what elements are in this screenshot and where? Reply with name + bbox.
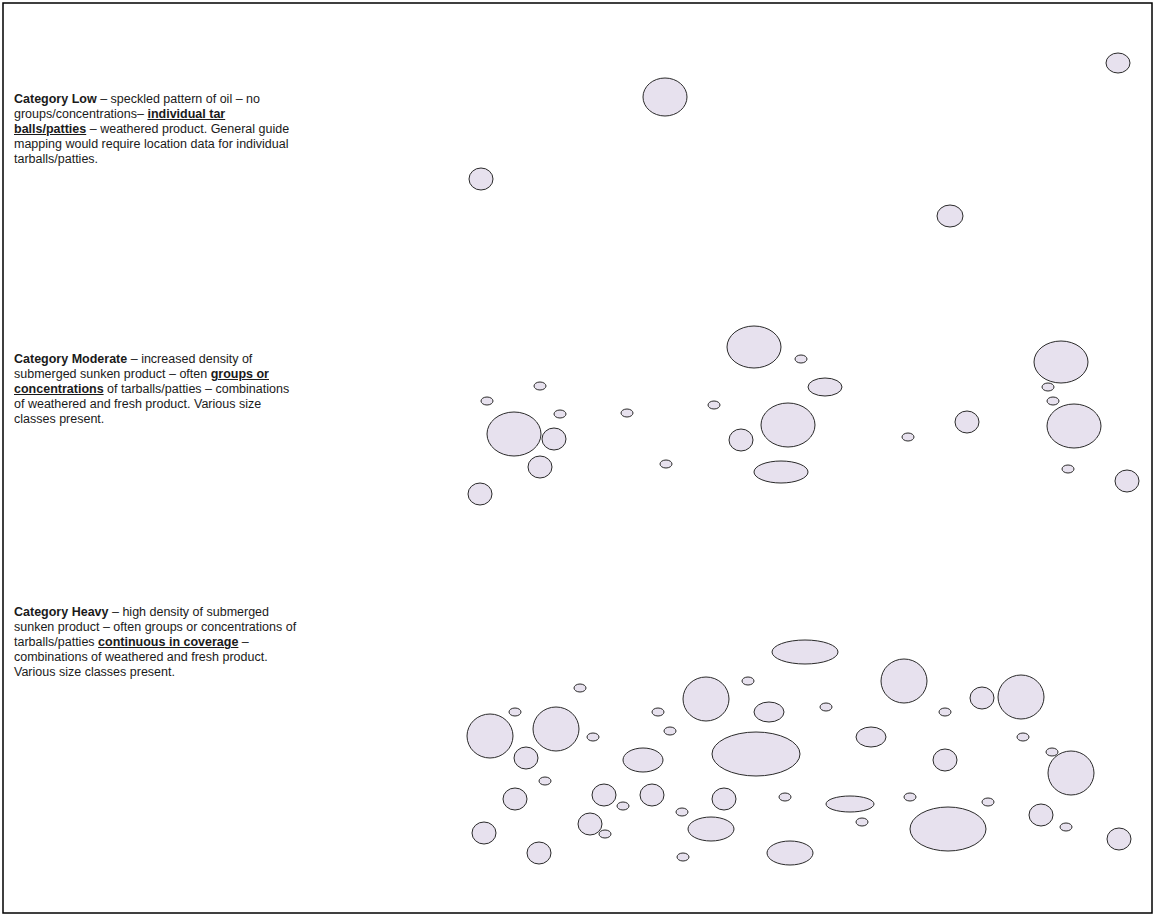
category-description: Category Low – speckled pattern of oil –… xyxy=(14,92,300,167)
tarball xyxy=(982,798,994,806)
tarball xyxy=(955,411,979,433)
tarball xyxy=(542,428,566,450)
tarball xyxy=(587,733,599,741)
tarball xyxy=(472,822,496,844)
tarball xyxy=(939,708,951,716)
tarball xyxy=(527,842,551,864)
tarball xyxy=(574,684,586,692)
tarball xyxy=(514,747,538,769)
tarball xyxy=(826,796,874,812)
tarball xyxy=(688,817,734,841)
tarball xyxy=(772,640,838,664)
tarball xyxy=(1048,751,1094,795)
tarball xyxy=(676,808,688,816)
tarball xyxy=(1047,404,1101,448)
tarball xyxy=(1107,828,1131,850)
tarball xyxy=(902,433,914,441)
tarball xyxy=(767,841,813,865)
tarball xyxy=(660,460,672,468)
tarball xyxy=(808,378,842,396)
tarball xyxy=(881,659,927,703)
tarball xyxy=(578,813,602,835)
tarball xyxy=(708,401,720,409)
category-description: Category Moderate – increased density of… xyxy=(14,352,300,427)
tarball-group xyxy=(467,53,1139,865)
tarball xyxy=(712,788,736,810)
tarball xyxy=(1029,804,1053,826)
outer-border xyxy=(3,3,1152,913)
tarball xyxy=(856,727,886,747)
category-name: Category Moderate xyxy=(14,352,127,366)
tarball xyxy=(856,818,868,826)
tarball xyxy=(599,830,611,838)
tarball xyxy=(617,802,629,810)
tarball xyxy=(1106,53,1130,73)
tarball xyxy=(729,429,753,451)
tarball xyxy=(1047,397,1059,405)
tarball xyxy=(481,397,493,405)
tarball xyxy=(683,677,729,721)
tarball xyxy=(754,461,808,483)
tarball xyxy=(621,409,633,417)
tarball xyxy=(779,793,791,801)
tarball xyxy=(467,714,513,758)
tarball xyxy=(742,677,754,685)
tarball xyxy=(1034,341,1088,383)
tarball xyxy=(592,784,616,806)
tarball xyxy=(652,708,664,716)
tarball xyxy=(664,727,676,735)
tarball xyxy=(640,784,664,806)
tarball xyxy=(1046,748,1058,756)
tarball xyxy=(970,687,994,709)
tarball xyxy=(533,707,579,751)
category-name: Category Heavy xyxy=(14,605,109,619)
tarball xyxy=(623,748,663,772)
tarball xyxy=(468,483,492,505)
tarball xyxy=(1060,823,1072,831)
category-description: Category Heavy – high density of submerg… xyxy=(14,605,300,680)
tarball xyxy=(1017,733,1029,741)
tarball xyxy=(487,412,541,456)
tarball xyxy=(910,807,986,851)
tarball xyxy=(677,853,689,861)
category-name: Category Low xyxy=(14,92,97,106)
tarball xyxy=(937,205,963,227)
tarball xyxy=(998,675,1044,719)
tarball xyxy=(904,793,916,801)
tarball xyxy=(469,168,493,190)
tarball xyxy=(503,788,527,810)
tarball xyxy=(933,749,957,771)
tarball xyxy=(509,708,521,716)
tarball xyxy=(754,702,784,722)
tarball xyxy=(761,403,815,447)
tarball xyxy=(1115,470,1139,492)
tarball xyxy=(539,777,551,785)
tarball xyxy=(528,456,552,478)
tarball xyxy=(643,78,687,116)
tarball xyxy=(1042,383,1054,391)
tarball xyxy=(820,703,832,711)
tarball xyxy=(712,732,800,776)
tarball xyxy=(534,382,546,390)
tarball xyxy=(727,326,781,368)
tarball xyxy=(795,355,807,363)
key-phrase: continuous in coverage xyxy=(98,635,238,649)
tarball xyxy=(1062,465,1074,473)
tarball xyxy=(554,410,566,418)
